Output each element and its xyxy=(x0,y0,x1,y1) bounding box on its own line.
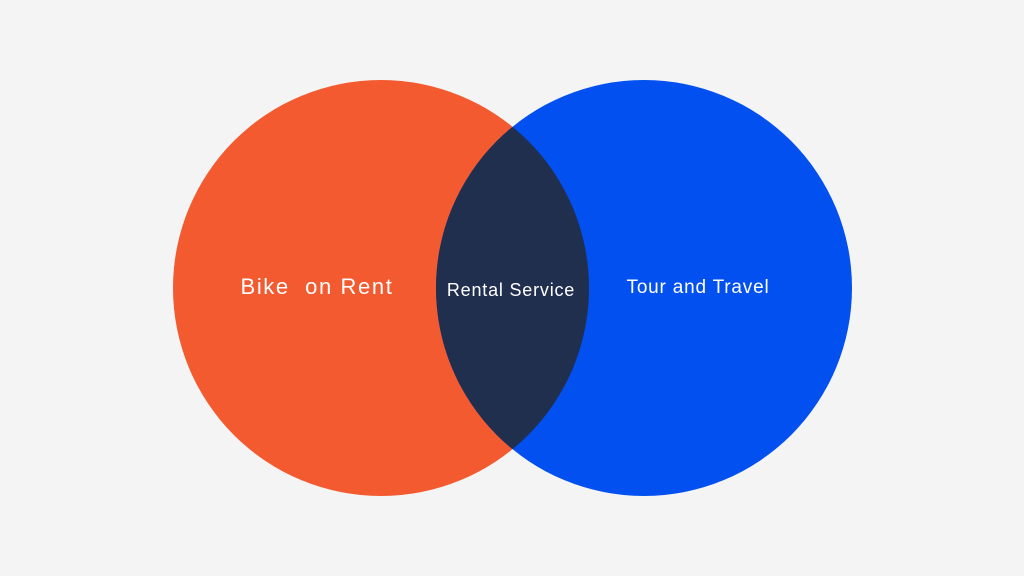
intersection-label: Rental Service xyxy=(447,280,575,300)
right-set-label: Tour and Travel xyxy=(627,277,770,298)
intersection-region xyxy=(436,80,589,496)
left-set-label: Bike on Rent xyxy=(241,274,394,299)
